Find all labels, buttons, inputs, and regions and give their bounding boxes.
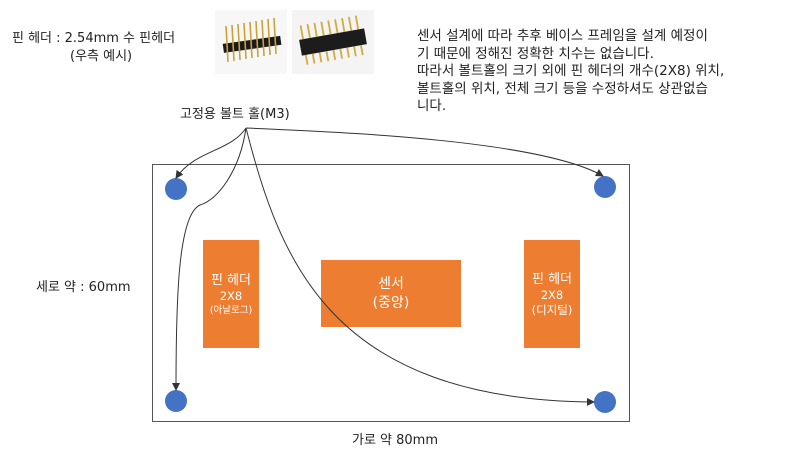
width-dimension-label: 가로 약 80mm [352, 433, 439, 448]
height-dimension-label: 세로 약 : 60mm [36, 280, 131, 295]
left-pin-header-count: 2X8 [219, 288, 243, 303]
right-pin-header-count: 2X8 [540, 287, 564, 302]
design-note-line-4: 볼트홀의 위치, 전체 크기 등을 수정하셔도 상관없습 [417, 80, 708, 97]
bolt-hole-label: 고정용 볼트 홀(M3) [180, 107, 290, 122]
board-outline [152, 164, 630, 422]
design-note-line-5: 니다. [417, 98, 447, 114]
left-pin-header-type: (아날로그) [209, 304, 253, 316]
bolt-hole-bottom-left [165, 390, 187, 412]
design-note-line-1: 센서 설계에 따라 추후 베이스 프레임을 설계 예정이 [417, 28, 708, 44]
sensor-position: (중앙) [372, 294, 410, 311]
pin-header-photo-straight [215, 10, 287, 74]
arrow-to-bottom-left-hole [172, 127, 247, 391]
arrow-to-top-right-hole [245, 127, 604, 177]
bolt-hole-top-right [594, 176, 616, 198]
sensor-title: 센서 [378, 275, 404, 292]
design-note-line-2: 기 때문에 정해진 정확한 치수는 없습니다. [417, 45, 654, 62]
arrow-to-bottom-right-hole [245, 127, 595, 406]
left-pin-header-block: 핀 헤더 2X8 (아날로그) [203, 240, 259, 348]
pin-header-example-label: (우측 예시) [70, 49, 133, 64]
pin-header-label: 핀 헤더 : 2.54mm 수 핀헤더 [12, 31, 176, 46]
right-pin-header-title: 핀 헤더 [531, 271, 572, 287]
bolt-hole-bottom-right [594, 391, 616, 413]
design-note-line-3: 따라서 볼트홀의 크기 외에 핀 헤더의 개수(2X8) 위치, [417, 63, 725, 79]
bolt-hole-top-left [165, 178, 187, 200]
right-pin-header-block: 핀 헤더 2X8 (디지털) [524, 240, 580, 348]
pin-header-photo-smd [292, 10, 374, 74]
arrow-to-top-left-hole [175, 127, 247, 179]
left-pin-header-title: 핀 헤더 [210, 272, 251, 288]
right-pin-header-type: (디지털) [531, 302, 573, 317]
sensor-block: 센서 (중앙) [321, 260, 461, 327]
